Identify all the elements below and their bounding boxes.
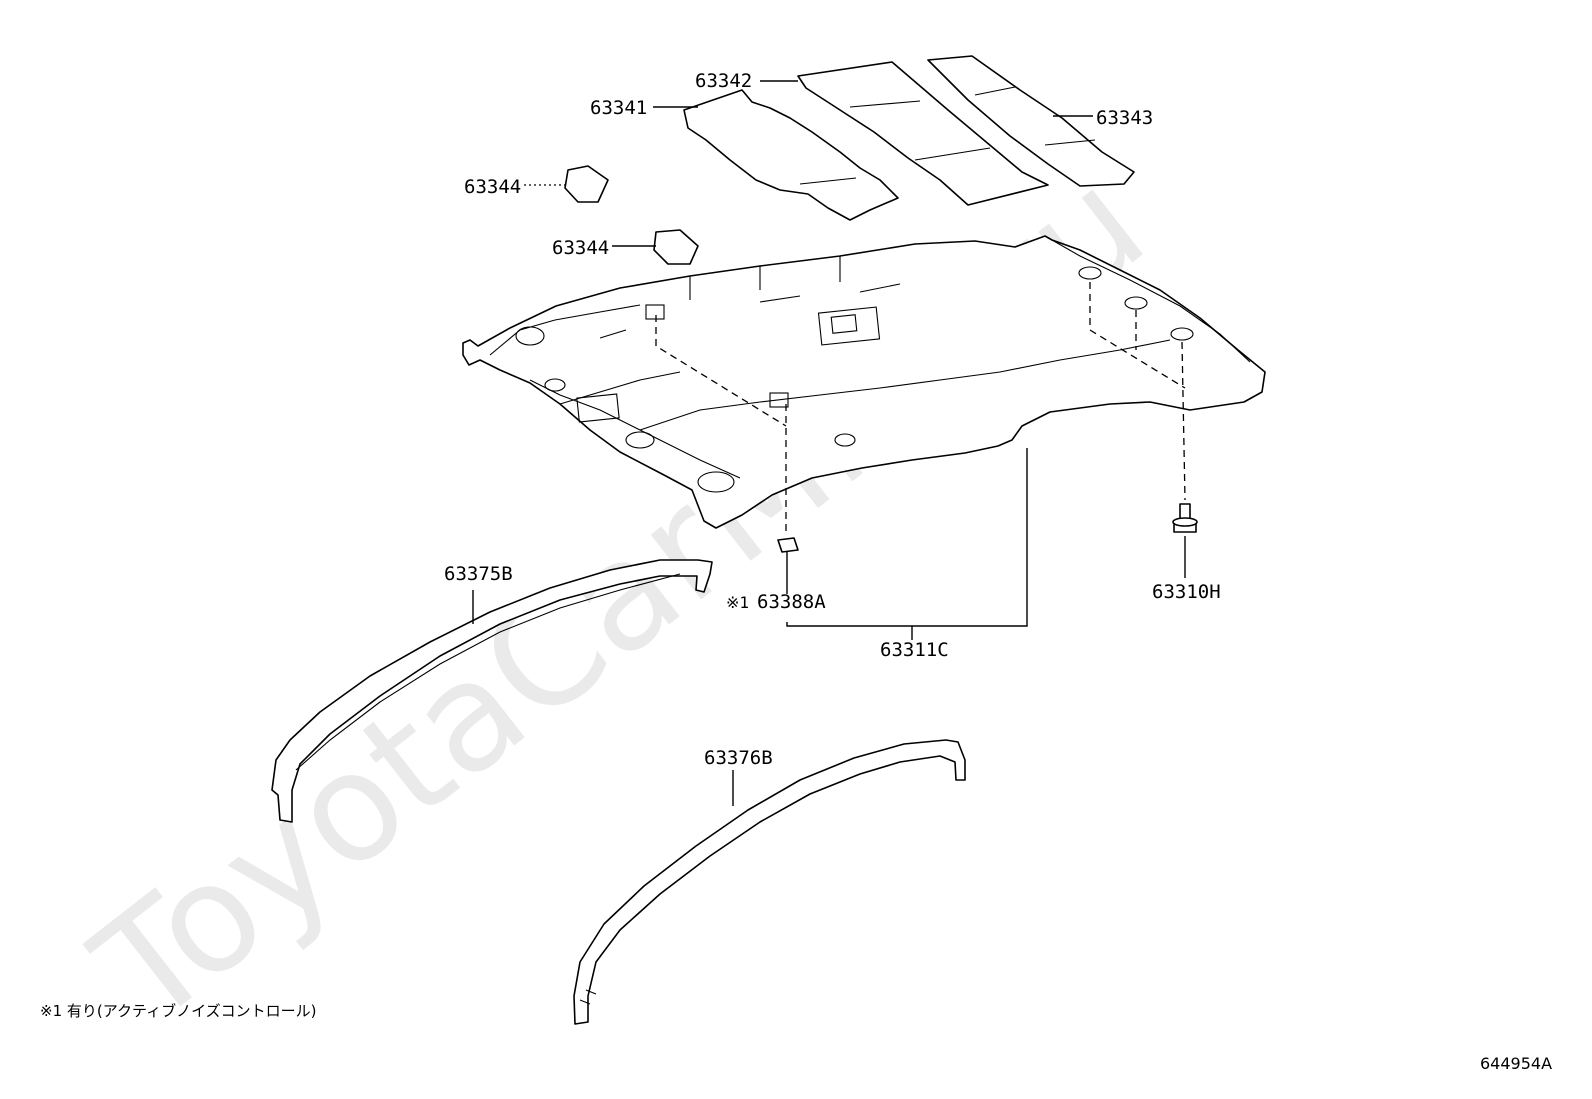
pad-63341[interactable] — [683, 89, 899, 221]
label-63342: 63342 — [695, 70, 752, 92]
label-63310h: 63310H — [1152, 581, 1221, 603]
label-63341: 63341 — [590, 97, 647, 119]
roof-clip-63310h[interactable] — [1172, 503, 1198, 533]
footnote: ※1 有り(アクティブノイズコントロール) — [40, 1002, 317, 1020]
label-63311c: 63311C — [880, 639, 949, 661]
label-63375b: 63375B — [444, 563, 513, 585]
garnish-63375b[interactable] — [271, 559, 713, 823]
garnish-63376b[interactable] — [573, 739, 966, 1025]
diagram-code: 644954A — [1480, 1054, 1552, 1073]
pad-63344-lower[interactable] — [653, 229, 699, 265]
label-63343: 63343 — [1096, 107, 1153, 129]
pad-63342[interactable] — [797, 61, 1049, 206]
pad-63343[interactable] — [927, 55, 1135, 187]
roof-headlining[interactable] — [462, 235, 1266, 529]
label-63388a: 63388A — [757, 591, 826, 613]
label-63376b: 63376B — [704, 747, 773, 769]
pad-63388a[interactable] — [777, 537, 799, 553]
label-63344-lower: 63344 — [552, 237, 609, 259]
label-63388a-mark: ※1 — [726, 593, 749, 612]
pad-63344-upper[interactable] — [564, 165, 609, 203]
label-63344-upper: 63344 — [464, 176, 521, 198]
